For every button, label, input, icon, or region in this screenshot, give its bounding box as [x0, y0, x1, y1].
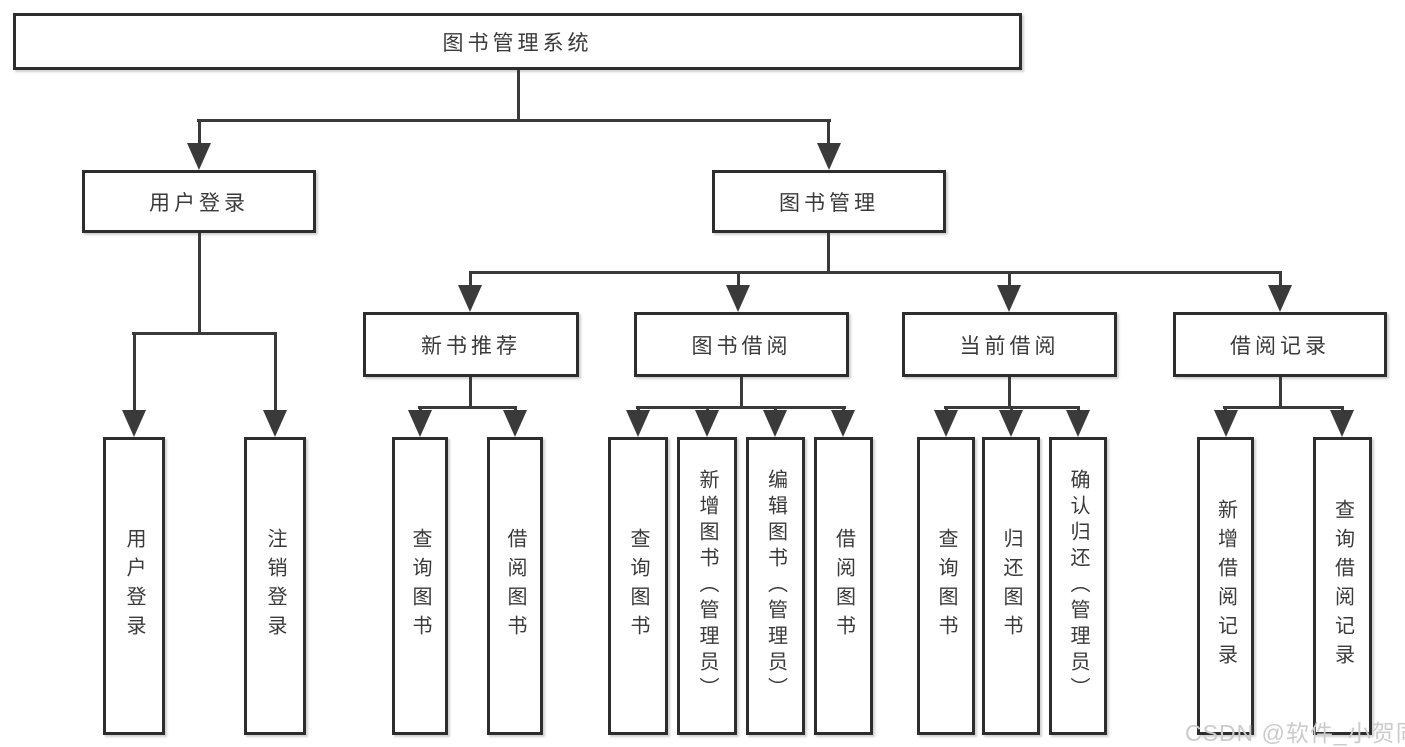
connector-drop-user-login [198, 119, 201, 146]
connector-drop-book-management [827, 119, 830, 146]
leaf-bb-add-book-admin: 新增图书（管理员） [677, 437, 737, 735]
node-new-book-recommend-label: 新书推荐 [421, 334, 521, 358]
node-borrow-record: 借阅记录 [1173, 312, 1387, 377]
leaf-bb-borrow-book: 借阅图书 [814, 437, 873, 735]
node-book-management: 图书管理 [712, 170, 946, 233]
arrowhead-bb-edit [763, 410, 787, 437]
leaf-nb-query-book-label: 查询图书 [409, 528, 431, 644]
connector-drop-book-borrow [737, 271, 740, 288]
connector-drop-leaf-logout [274, 332, 277, 412]
arrowhead-current-borrow [997, 285, 1021, 312]
connector-level2-horizontal [469, 271, 1282, 274]
node-user-login-label: 用户登录 [149, 191, 249, 215]
leaf-br-query-record-label: 查询借阅记录 [1331, 499, 1354, 673]
connector-new-book-horizontal [418, 406, 517, 409]
node-root: 图书管理系统 [13, 13, 1022, 70]
arrowhead-br-add [1214, 410, 1238, 437]
node-root-label: 图书管理系统 [442, 31, 593, 55]
connector-borrow-record-horizontal [1223, 406, 1344, 409]
csdn-watermark: CSDN @软件_小贺同学 [1185, 720, 1405, 746]
arrowhead-nb-query [408, 410, 432, 437]
connector-drop-leaf-user-login [133, 332, 136, 412]
leaf-user-login-label: 用户登录 [123, 528, 145, 644]
connector-drop-new-book [469, 271, 472, 288]
arrowhead-book-borrow [726, 285, 750, 312]
leaf-logout-login-label: 注销登录 [264, 528, 286, 644]
arrowhead-nb-borrow [503, 410, 527, 437]
leaf-nb-borrow-book-label: 借阅图书 [504, 528, 526, 644]
arrowhead-user-login [187, 143, 211, 170]
connector-drop-current-borrow [1008, 271, 1011, 288]
node-book-borrow: 图书借阅 [634, 312, 849, 377]
leaf-bb-edit-book-admin: 编辑图书（管理员） [746, 437, 805, 735]
leaf-bb-borrow-book-label: 借阅图书 [832, 528, 855, 644]
leaf-nb-borrow-book: 借阅图书 [487, 437, 543, 735]
connector-user-login-horizontal [132, 332, 277, 335]
node-new-book-recommend: 新书推荐 [363, 312, 579, 377]
arrowhead-borrow-record [1268, 285, 1292, 312]
arrowhead-leaf-logout [263, 410, 287, 437]
leaf-cb-return-book: 归还图书 [982, 437, 1040, 735]
leaf-cb-query-book: 查询图书 [917, 437, 975, 735]
leaf-nb-query-book: 查询图书 [392, 437, 448, 735]
node-book-management-label: 图书管理 [779, 191, 879, 215]
connector-user-login-stem [198, 233, 201, 334]
arrowhead-leaf-user-login [122, 410, 146, 437]
connector-drop-borrow-record [1279, 271, 1282, 288]
arrowhead-bb-add [695, 410, 719, 437]
arrowhead-book-management [817, 143, 841, 170]
connector-book-borrow-horizontal [636, 406, 846, 409]
leaf-cb-return-book-label: 归还图书 [1000, 528, 1022, 644]
arrowhead-bb-borrow [831, 410, 855, 437]
leaf-logout-login: 注销登录 [244, 437, 306, 735]
arrowhead-cb-query [934, 410, 958, 437]
leaf-br-add-record: 新增借阅记录 [1197, 437, 1254, 735]
node-user-login: 用户登录 [82, 170, 316, 233]
leaf-cb-confirm-return-admin: 确认归还（管理员） [1049, 437, 1107, 735]
node-current-borrow-label: 当前借阅 [959, 334, 1060, 358]
leaf-cb-confirm-return-admin-label: 确认归还（管理员） [1067, 469, 1089, 703]
node-current-borrow: 当前借阅 [902, 312, 1117, 377]
connector-new-book-stem [469, 377, 472, 408]
connector-borrow-record-stem [1279, 377, 1282, 408]
arrowhead-new-book [458, 285, 482, 312]
leaf-bb-query-book: 查询图书 [608, 437, 668, 735]
connector-level1-horizontal [197, 119, 831, 122]
leaf-br-query-record: 查询借阅记录 [1313, 437, 1372, 735]
connector-root-stem [517, 70, 520, 121]
leaf-bb-add-book-admin-label: 新增图书（管理员） [696, 469, 718, 703]
arrowhead-bb-query [626, 410, 650, 437]
leaf-bb-query-book-label: 查询图书 [627, 528, 649, 644]
node-borrow-record-label: 借阅记录 [1230, 334, 1330, 358]
node-book-borrow-label: 图书借阅 [691, 334, 792, 358]
leaf-user-login: 用户登录 [103, 437, 165, 735]
leaf-bb-edit-book-admin-label: 编辑图书（管理员） [764, 469, 787, 703]
arrowhead-cb-confirm [1066, 410, 1090, 437]
connector-book-management-stem [827, 233, 830, 274]
leaf-br-add-record-label: 新增借阅记录 [1214, 499, 1237, 673]
arrowhead-br-query [1330, 410, 1354, 437]
connector-book-borrow-stem [740, 377, 743, 408]
arrowhead-cb-return [999, 410, 1023, 437]
connector-current-borrow-stem [1008, 377, 1011, 408]
leaf-cb-query-book-label: 查询图书 [935, 528, 957, 644]
